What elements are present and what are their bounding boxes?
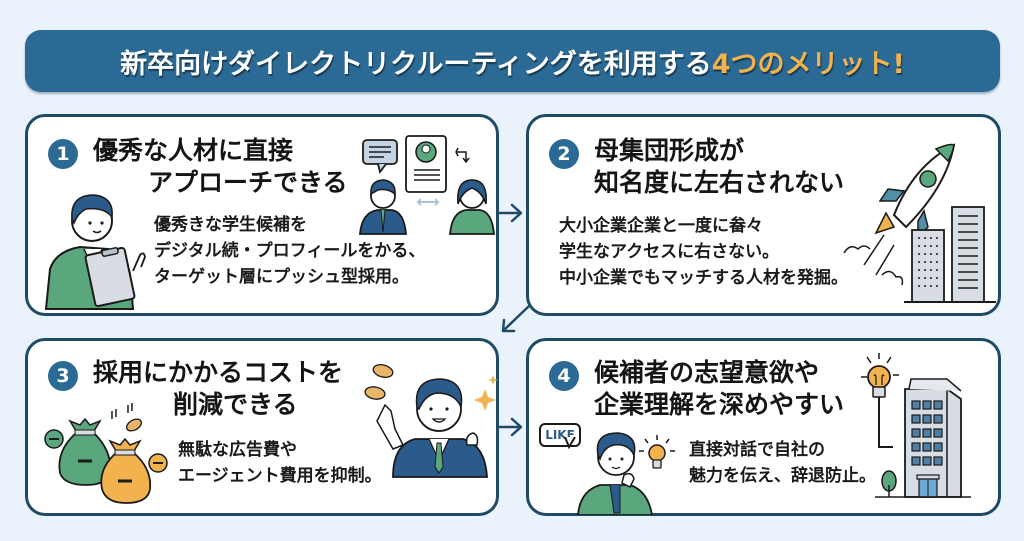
thinking-student-icon [577, 432, 653, 515]
step-number-badge: 3 [48, 361, 78, 391]
heading-line: 優秀な人材に直接 [93, 136, 294, 165]
merit-card-2: 2 母集団形成が 知名度に左右されない 大小企業企業と一度に畚々 学生なアクセス… [526, 114, 1001, 316]
lightbulb-icon [639, 435, 675, 469]
heading-line: 削減できる [173, 390, 298, 419]
arrow-down-left-icon [501, 304, 531, 333]
card-heading: 母集団形成が 知名度に左右されない [594, 135, 844, 199]
rocket-icon [843, 143, 956, 286]
sparkle-icon [474, 389, 496, 411]
card-heading: 採用にかかるコストを 削減できる [93, 357, 343, 421]
body-line: 学生なアクセスに右さない。 [559, 242, 780, 262]
two-people-icon [359, 135, 495, 235]
heading-line: アプローチできる [148, 168, 348, 197]
speech-tail-icon [564, 437, 576, 449]
office-building-icon [861, 353, 971, 498]
recruiter-with-clipboard-icon [44, 194, 146, 310]
profile-card-icon [405, 135, 447, 193]
step-number-badge: 4 [549, 361, 579, 391]
money-bags-icon [44, 403, 168, 504]
card-body: 無駄な広告費や エージェント費用を抑制。 [178, 437, 382, 489]
heading-line: 母集団形成が [594, 136, 745, 165]
arrow-right-icon [496, 417, 523, 437]
card-body: 優秀きな学生候補を デジタル続・プロフィールをかる、 ターゲット層にプッシュ型採… [154, 212, 425, 290]
step-number-badge: 2 [549, 139, 579, 169]
tree-icon [881, 470, 897, 497]
chat-bubble-icon [362, 139, 398, 175]
like-speech-bubble: LIKE [539, 423, 581, 447]
arrow-right-icon [496, 203, 523, 223]
merit-card-4: 4 候補者の志望意欲や 企業理解を深めやすい 直接対話で自社の 魅力を伝え、辞退… [526, 338, 1001, 516]
body-line: 優秀きな学生候補を [154, 215, 307, 235]
title-highlight: 4つのメリット! [711, 48, 905, 80]
merit-card-1: 1 優秀な人材に直接 アプローチできる 優秀きな学生候補を デジタル続・プロフィ… [25, 114, 499, 316]
heading-line: 企業理解を深めやすい [594, 390, 845, 419]
buildings-icon [904, 206, 996, 303]
step-number-badge: 1 [48, 139, 78, 169]
body-line: 無駄な広告費や [178, 440, 297, 460]
body-line: デジタル続・プロフィールをかる、 [154, 241, 426, 261]
heading-line: 候補者の志望意欲や [594, 358, 820, 387]
body-line: エージェント費用を抑制。 [178, 466, 382, 486]
businessman-cheering-icon [364, 364, 498, 478]
heading-line: 採用にかかるコストを [93, 358, 344, 387]
coins-icon [364, 364, 394, 400]
card-heading: 優秀な人材に直接 アプローチできる [93, 135, 348, 199]
body-line: 直接対話で自社の [689, 440, 825, 460]
card-heading: 候補者の志望意欲や 企業理解を深めやすい [594, 357, 844, 421]
body-line: 魅力を伝え、辞退防止。 [689, 466, 876, 486]
card-body: 大小企業企業と一度に畚々 学生なアクセスに右さない。 中小企業でもマッチする人材… [559, 213, 848, 291]
body-line: 中小企業でもマッチする人材を発掘。 [559, 268, 848, 288]
body-line: ターゲット層にプッシュ型採用。 [154, 267, 409, 287]
heading-line: 知名度に左右されない [594, 168, 845, 197]
body-line: 大小企業企業と一度に畚々 [559, 216, 763, 236]
merit-card-3: 3 採用にかかるコストを 削減できる 無駄な広告費や エージェント費用を抑制。 [25, 338, 499, 516]
card-body: 直接対話で自社の 魅力を伝え、辞退防止。 [689, 437, 876, 489]
title-main: 新卒向けダイレクトリクルーティングを利用する [120, 48, 712, 80]
